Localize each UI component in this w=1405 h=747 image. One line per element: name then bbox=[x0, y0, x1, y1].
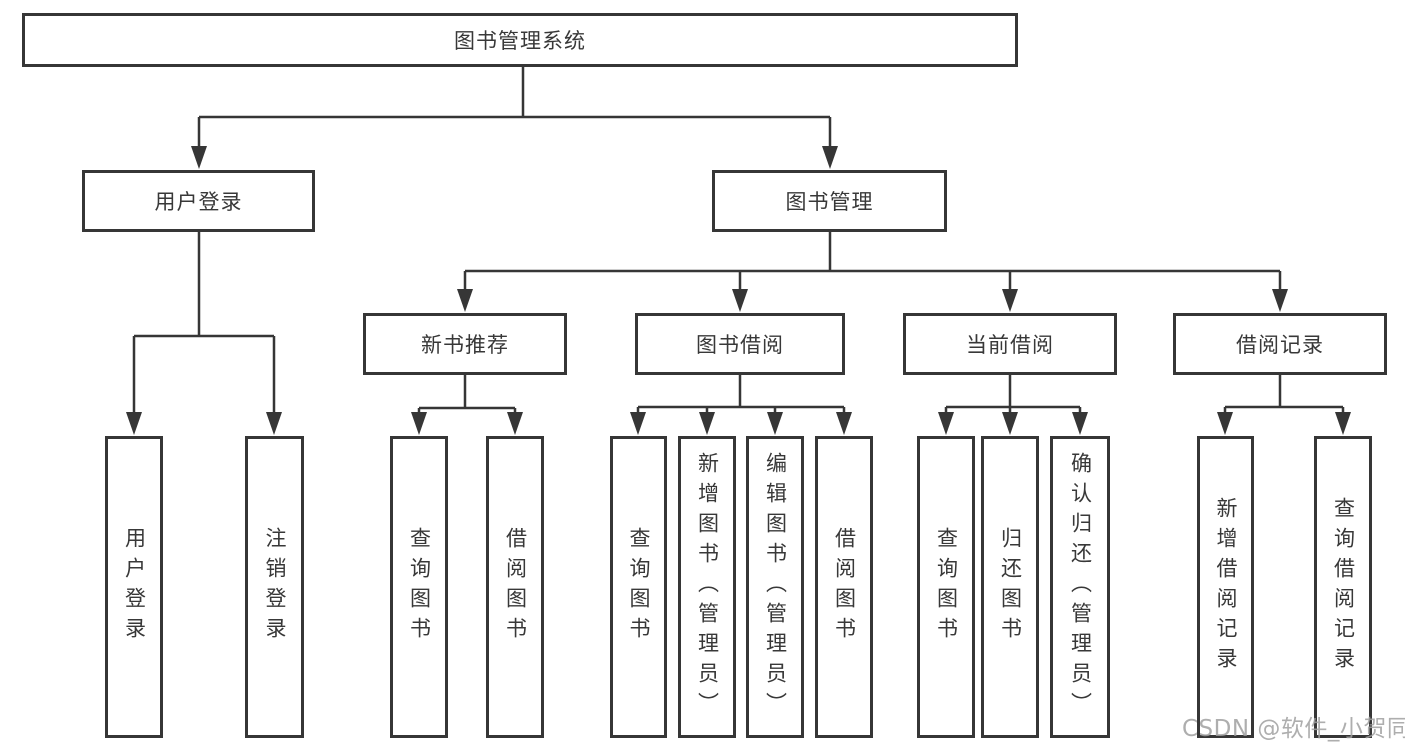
leaf-label: 借阅图书 bbox=[832, 527, 857, 647]
node-current-borrow: 当前借阅 bbox=[903, 313, 1117, 375]
arrowhead bbox=[411, 412, 427, 435]
node-book-borrow: 图书借阅 bbox=[635, 313, 845, 375]
leaf-borrow-query-books: 查询图书 bbox=[610, 436, 667, 738]
arrowhead bbox=[457, 289, 473, 312]
leaf-borrow-books: 借阅图书 bbox=[815, 436, 873, 738]
leaf-current-query-books: 查询图书 bbox=[917, 436, 975, 738]
leaf-label: 查询图书 bbox=[627, 527, 651, 647]
arrowhead bbox=[1335, 412, 1351, 435]
leaf-edit-books-admin: 编辑图书（管理员） bbox=[746, 436, 804, 738]
leaf-label: 归还图书 bbox=[998, 527, 1023, 647]
arrowhead bbox=[699, 412, 715, 435]
arrowhead bbox=[1217, 412, 1233, 435]
leaf-label: 用户登录 bbox=[122, 527, 147, 647]
leaf-add-books-admin: 新增图书（管理员） bbox=[678, 436, 736, 738]
leaf-label: 确认归还（管理员） bbox=[1068, 452, 1093, 722]
leaf-label: 查询借阅记录 bbox=[1331, 497, 1356, 677]
leaf-label: 借阅图书 bbox=[503, 527, 528, 647]
arrowhead bbox=[938, 412, 954, 435]
arrowhead bbox=[732, 289, 748, 312]
leaf-logout: 注销登录 bbox=[245, 436, 304, 738]
leaf-confirm-return-admin: 确认归还（管理员） bbox=[1050, 436, 1110, 738]
arrowhead bbox=[1002, 412, 1018, 435]
arrowhead bbox=[191, 146, 207, 169]
leaf-label: 新增借阅记录 bbox=[1214, 497, 1238, 677]
arrowhead bbox=[266, 412, 282, 435]
arrowhead bbox=[1002, 289, 1018, 312]
arrowhead bbox=[767, 412, 783, 435]
leaf-newbook-borrow-books: 借阅图书 bbox=[486, 436, 544, 738]
leaf-return-books: 归还图书 bbox=[981, 436, 1039, 738]
leaf-query-borrow-record: 查询借阅记录 bbox=[1314, 436, 1372, 738]
node-borrow-records: 借阅记录 bbox=[1173, 313, 1387, 375]
node-new-book-recommend: 新书推荐 bbox=[363, 313, 567, 375]
leaf-user-login: 用户登录 bbox=[105, 436, 163, 738]
node-user-login: 用户登录 bbox=[82, 170, 315, 232]
arrowhead bbox=[822, 146, 838, 169]
leaf-label: 新增图书（管理员） bbox=[695, 452, 720, 722]
arrowhead bbox=[1272, 289, 1288, 312]
arrowhead bbox=[630, 412, 646, 435]
node-book-management: 图书管理 bbox=[712, 170, 947, 232]
leaf-add-borrow-record: 新增借阅记录 bbox=[1197, 436, 1254, 738]
arrowhead bbox=[507, 412, 523, 435]
csdn-watermark: CSDN @软件_小贺同学 bbox=[1182, 716, 1405, 742]
leaf-label: 查询图书 bbox=[934, 527, 959, 647]
arrowhead bbox=[126, 412, 142, 435]
arrowhead bbox=[836, 412, 852, 435]
leaf-label: 查询图书 bbox=[407, 527, 432, 647]
arrowhead bbox=[1072, 412, 1088, 435]
leaf-label: 注销登录 bbox=[263, 527, 287, 647]
leaf-newbook-query-books: 查询图书 bbox=[390, 436, 448, 738]
leaf-label: 编辑图书（管理员） bbox=[763, 452, 788, 722]
node-root-system: 图书管理系统 bbox=[22, 13, 1018, 67]
